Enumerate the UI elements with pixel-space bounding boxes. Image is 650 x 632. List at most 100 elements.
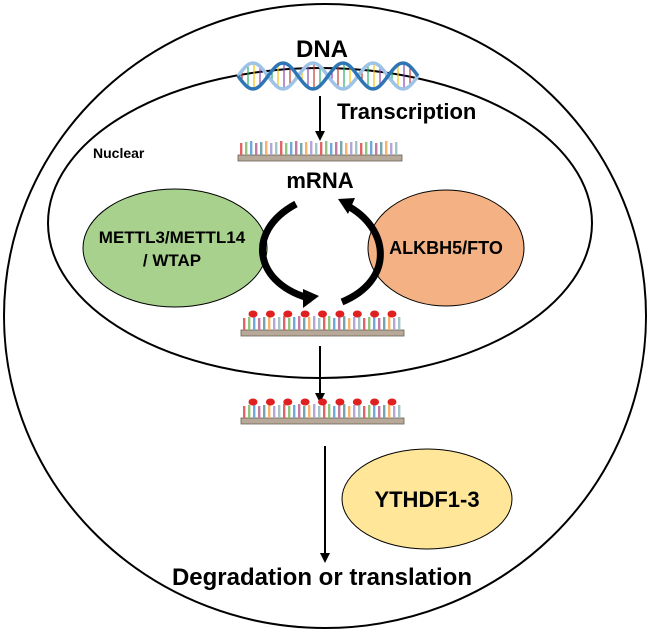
nucleotide [303, 406, 306, 418]
nucleotide [363, 318, 366, 330]
nucleotide [293, 405, 296, 418]
m6a-methyl-mark-icon [248, 310, 258, 318]
nucleotide [283, 316, 286, 330]
nucleotide [248, 405, 251, 418]
writers-label-line2: / WTAP [143, 251, 201, 270]
nucleotide [288, 406, 291, 418]
nucleotide [268, 316, 271, 330]
nucleotide [348, 318, 351, 330]
nucleotide [378, 406, 381, 418]
nucleotide [328, 316, 331, 330]
nucleotide [318, 406, 321, 418]
nucleotide [293, 317, 296, 330]
nucleotide [353, 317, 356, 330]
nucleotide [248, 317, 251, 330]
nucleotide [360, 143, 363, 155]
m6a-methyl-mark-icon [335, 310, 345, 318]
nucleotide [273, 318, 276, 330]
nucleotide [323, 405, 326, 418]
nucleotide [253, 316, 256, 330]
nucleotide [295, 141, 298, 155]
nucleotide [240, 143, 243, 155]
m6a-methyl-mark-icon [283, 310, 293, 318]
nucleotide [393, 406, 396, 418]
nucleotide [363, 406, 366, 418]
dna-strand [236, 61, 420, 91]
nucleotide [288, 318, 291, 330]
nucleotide [370, 141, 373, 155]
nucleotide [338, 317, 341, 330]
nucleotide [388, 404, 391, 418]
erasers-ellipse [367, 189, 525, 307]
nucleotide [273, 406, 276, 418]
nucleotide [343, 404, 346, 418]
nucleotide [275, 142, 278, 155]
nucleotide [333, 318, 336, 330]
nucleotide [298, 404, 301, 418]
nucleotide [245, 142, 248, 155]
readers-label: YTHDF1-3 [374, 487, 479, 512]
mrna-strand-icon [237, 141, 403, 162]
nucleotide [383, 317, 386, 330]
m6a-methyl-mark-icon [352, 310, 362, 318]
methylated-mrna-strand-icon [240, 310, 405, 337]
nucleotide [368, 317, 371, 330]
nucleotide [373, 404, 376, 418]
nucleotide [305, 142, 308, 155]
nucleotide [380, 142, 383, 155]
nucleotide [325, 141, 328, 155]
nucleotide [395, 142, 398, 155]
m6a-methyl-mark-icon [265, 398, 275, 406]
nucleotide [328, 404, 331, 418]
mrna-backbone [240, 417, 405, 425]
m6a-methyl-mark-icon [352, 398, 362, 406]
m6a-methyl-mark-icon [318, 398, 327, 406]
transcription-label: Transcription [337, 99, 476, 124]
nucleotide [388, 316, 391, 330]
nucleotide [320, 142, 323, 155]
nucleotide [348, 406, 351, 418]
nucleotide [258, 406, 261, 418]
nucleotide [398, 317, 401, 330]
cytoplasmic-methylated-mrna-icon [240, 398, 405, 425]
nucleotide [253, 404, 256, 418]
nucleotide [263, 317, 266, 330]
nucleotide [318, 318, 321, 330]
m6a-methyl-mark-icon [370, 398, 380, 406]
nucleotide [308, 405, 311, 418]
nucleotide [280, 141, 283, 155]
nucleotide [315, 143, 318, 155]
nucleotide [350, 142, 353, 155]
nucleotide [260, 142, 263, 155]
nucleotide [250, 141, 253, 155]
nuclear-label: Nuclear [93, 145, 145, 161]
m6a-methyl-mark-icon [300, 398, 310, 406]
nucleotide [298, 316, 301, 330]
nucleotide [270, 143, 273, 155]
nucleotide [290, 142, 293, 155]
readers-ellipse [341, 448, 513, 550]
m6a-methyl-mark-icon [335, 398, 345, 406]
nucleotide [268, 404, 271, 418]
nucleotide [265, 141, 268, 155]
nucleotide [358, 316, 361, 330]
erasers-label: ALKBH5/FTO [389, 238, 503, 258]
nucleotide [300, 143, 303, 155]
nucleotide [338, 405, 341, 418]
nucleotide [333, 406, 336, 418]
nucleotide [303, 318, 306, 330]
nucleotide [313, 404, 316, 418]
circular-arrows-icon [259, 198, 384, 308]
nucleotide [243, 318, 246, 330]
nucleotide [330, 143, 333, 155]
nucleotide [385, 141, 388, 155]
m6a-methyl-mark-icon [248, 398, 258, 406]
nucleotide [258, 318, 261, 330]
m6a-methyl-mark-icon [300, 310, 310, 318]
nucleotide [373, 316, 376, 330]
writers-ellipse [82, 188, 268, 308]
nucleotide [353, 405, 356, 418]
nucleotide [340, 141, 343, 155]
m6a-methyl-mark-icon [283, 398, 293, 406]
